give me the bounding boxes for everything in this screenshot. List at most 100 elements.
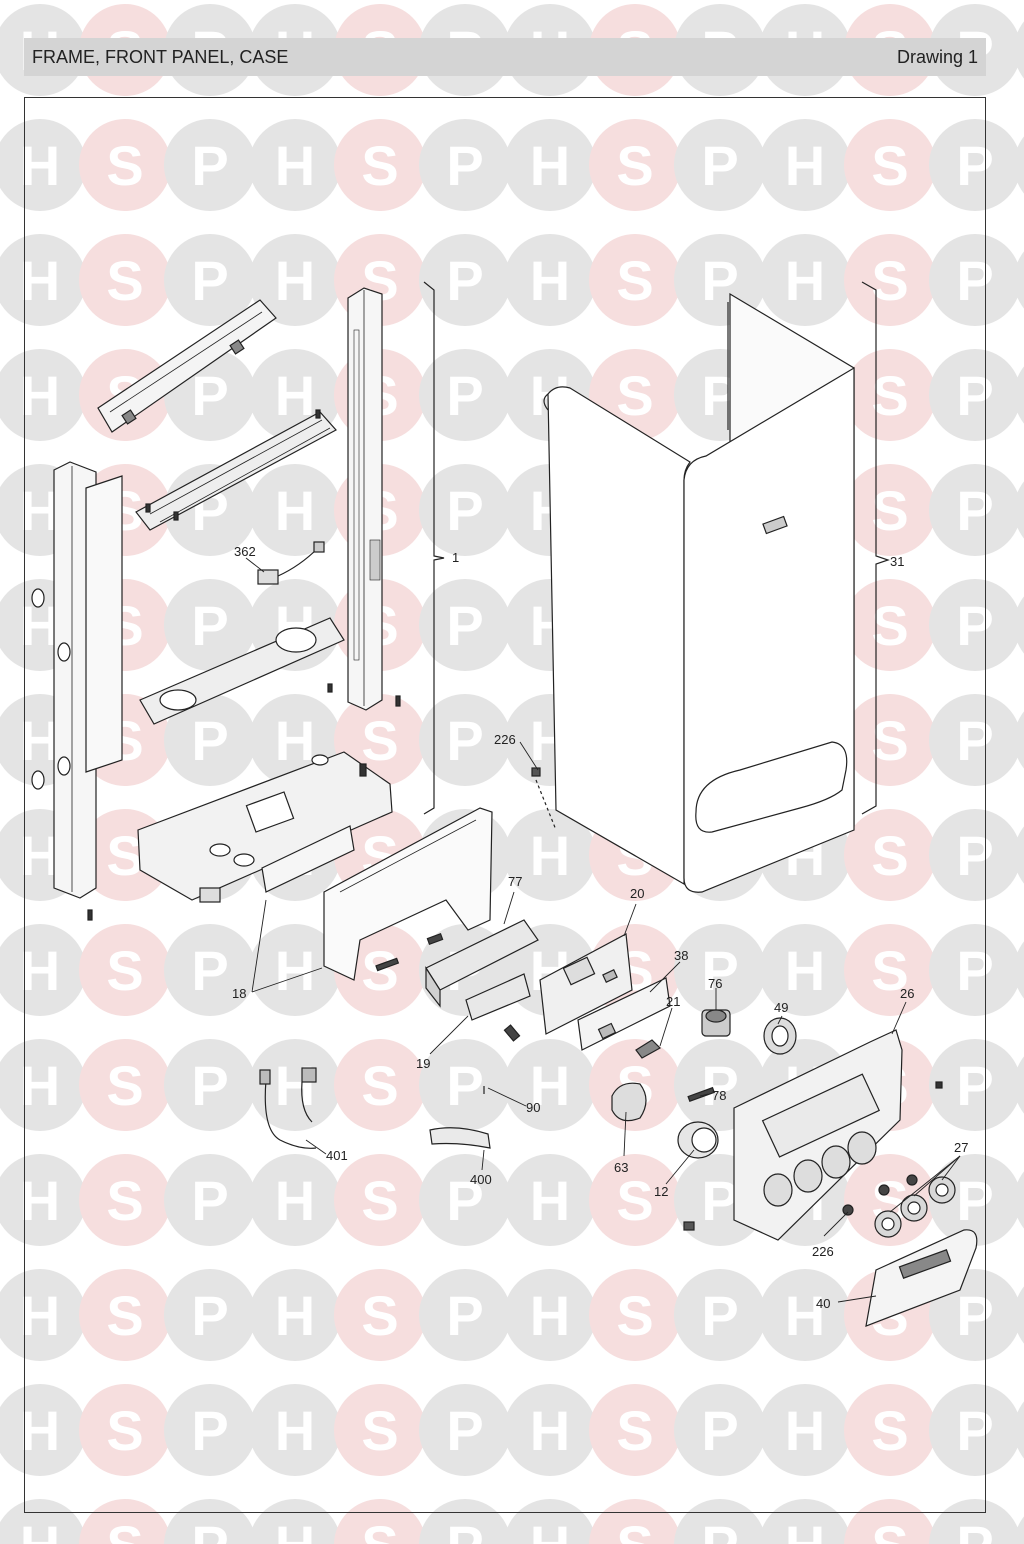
watermark-letter: P: [446, 249, 483, 312]
watermark-circle: [249, 1499, 341, 1544]
watermark-circle: [79, 1499, 171, 1544]
watermark-letter: H: [20, 249, 60, 312]
watermark-letter: H: [275, 939, 315, 1002]
watermark-circle: [249, 1384, 341, 1476]
watermark-circle: [79, 924, 171, 1016]
watermark-letter: H: [530, 824, 570, 887]
watermark-circle: [1014, 251, 1024, 309]
watermark-circle: [334, 119, 426, 211]
watermark-letter: H: [785, 1284, 825, 1347]
watermark-letter: P: [446, 1514, 483, 1544]
watermark-letter: P: [956, 709, 993, 772]
watermark-circle: [0, 234, 86, 326]
watermark-circle: [1014, 481, 1024, 539]
watermark-circle: [249, 1154, 341, 1246]
watermark-circle: [1014, 1286, 1024, 1344]
part-26-front-panel: [733, 1029, 903, 1241]
part-40-badge-panel: [865, 1229, 978, 1327]
watermark-letter: P: [191, 249, 228, 312]
watermark-letter: H: [20, 1284, 60, 1347]
watermark-letter: S: [361, 709, 398, 772]
part-362-sensor: [257, 541, 325, 585]
watermark-circle: [929, 694, 1021, 786]
watermark-circle: [929, 1154, 1021, 1246]
watermark-letter: S: [361, 134, 398, 197]
watermark-circle: [79, 119, 171, 211]
watermark-circle: [674, 1269, 766, 1361]
watermark-circle: [929, 924, 1021, 1016]
watermark-circle: [249, 1039, 341, 1131]
watermark-circle: [79, 234, 171, 326]
frame-left-upright-part: [31, 461, 123, 899]
watermark-circle: [844, 464, 936, 556]
watermark-letter: P: [446, 1054, 483, 1117]
watermark-circle: [334, 1499, 426, 1544]
watermark-letter: S: [871, 824, 908, 887]
watermark-letter: S: [871, 939, 908, 1002]
watermark-letter: P: [956, 249, 993, 312]
watermark-circle: [164, 579, 256, 671]
watermark-circle: [419, 349, 511, 441]
callout-1: 1: [452, 550, 459, 565]
watermark-circle: [79, 1154, 171, 1246]
watermark-circle: [1014, 1171, 1024, 1229]
watermark-circle: [1014, 826, 1024, 884]
watermark-letter: H: [785, 1399, 825, 1462]
watermark-circle: [79, 1269, 171, 1361]
part-226-clip-lower: [842, 1184, 890, 1216]
watermark-letter: P: [956, 824, 993, 887]
watermark-circle: [419, 1499, 511, 1544]
watermark-circle: [1014, 596, 1024, 654]
part-1-bracket-line: [423, 281, 445, 815]
watermark-circle: [929, 119, 1021, 211]
watermark-circle: [589, 1384, 681, 1476]
watermark-letter: S: [106, 1054, 143, 1117]
callout-78: 78: [712, 1088, 726, 1103]
watermark-circle: [589, 1269, 681, 1361]
watermark-circle: [1014, 136, 1024, 194]
watermark-letter: H: [785, 1514, 825, 1544]
watermark-letter: P: [446, 594, 483, 657]
watermark-letter: S: [616, 364, 653, 427]
top-cross-member-part: [135, 411, 337, 531]
watermark-letter: P: [956, 364, 993, 427]
watermark-letter: H: [275, 249, 315, 312]
callout-31: 31: [890, 554, 904, 569]
watermark-letter: H: [20, 939, 60, 1002]
watermark-letter: H: [530, 1514, 570, 1544]
watermark-circle: [674, 119, 766, 211]
watermark-circle: [0, 1269, 86, 1361]
part-31-case: [543, 292, 855, 893]
part-226-clip-upper: [531, 767, 557, 831]
part-27-knobs: [874, 1174, 956, 1238]
watermark-circle: [0, 1499, 86, 1544]
watermark-letter: S: [616, 1284, 653, 1347]
watermark-circle: [249, 924, 341, 1016]
part-49-ring: [763, 1017, 797, 1055]
part-63-bracket: [611, 1082, 647, 1122]
watermark-letter: H: [530, 249, 570, 312]
watermark-circle: [504, 1269, 596, 1361]
watermark-letter: S: [871, 1399, 908, 1462]
watermark-circle: [0, 1384, 86, 1476]
watermark-letter: P: [446, 1169, 483, 1232]
watermark-letter: H: [20, 1054, 60, 1117]
watermark-circle: [844, 579, 936, 671]
watermark-letter: H: [530, 1169, 570, 1232]
watermark-circle: [419, 694, 511, 786]
callout-27: 27: [954, 1140, 968, 1155]
part-78-screw: [687, 1086, 716, 1103]
watermark-circle: [844, 349, 936, 441]
watermark-circle: [504, 1039, 596, 1131]
watermark-circle: [164, 234, 256, 326]
watermark-circle: [0, 924, 86, 1016]
watermark-letter: S: [616, 1514, 653, 1544]
watermark-letter: H: [785, 939, 825, 1002]
watermark-circle: [249, 119, 341, 211]
callout-76: 76: [708, 976, 722, 991]
watermark-circle: [504, 234, 596, 326]
watermark-circle: [929, 349, 1021, 441]
watermark-letter: P: [956, 134, 993, 197]
watermark-circle: [759, 924, 851, 1016]
